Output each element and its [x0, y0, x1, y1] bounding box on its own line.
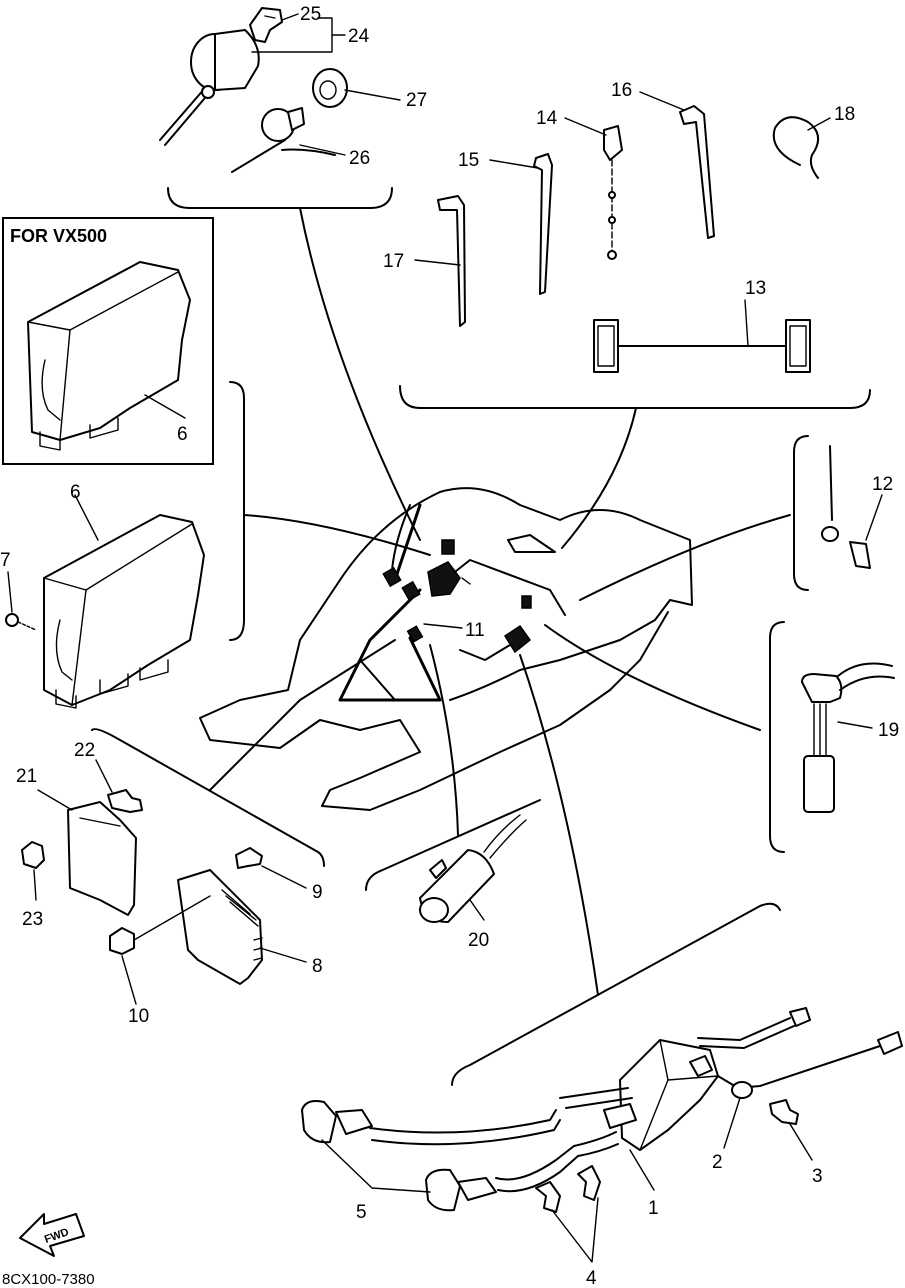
callout-12: 12: [872, 474, 893, 495]
callout-10: 10: [128, 1006, 149, 1027]
callout-15: 15: [458, 150, 479, 171]
harness-connector-11: [427, 561, 461, 597]
callout-8: 8: [312, 956, 323, 977]
bolt-9: [235, 847, 263, 869]
inset-caption: FOR VX500: [10, 226, 107, 246]
fwd-arrow-icon: [19, 1213, 85, 1257]
group-bracket: [793, 435, 809, 591]
callout-22: 22: [74, 740, 95, 761]
callout-5: 5: [356, 1202, 367, 1223]
component-20-group: 20: [365, 799, 541, 951]
bolt-7: [5, 613, 19, 627]
spark-plug-cap-upper: [301, 1100, 337, 1144]
callout-27: 27: [406, 90, 427, 111]
fastener-group: 17 15 14 16 18 13: [383, 80, 871, 409]
nut-10: [109, 927, 135, 955]
group-bracket: [399, 385, 871, 409]
ignition-lead: [159, 87, 206, 141]
bolt-22: [107, 789, 143, 813]
drawing-code: 8CX100-7380: [2, 1271, 95, 1288]
harness-branch: [393, 503, 422, 582]
callout-19: 19: [878, 720, 899, 741]
cdi-group: 6 7: [0, 381, 245, 709]
callout-6: 6: [70, 482, 81, 503]
cdi-unit: [43, 514, 205, 706]
callout-3: 3: [812, 1166, 823, 1187]
callout-18: 18: [834, 104, 855, 125]
group-bracket: [365, 799, 541, 891]
callout-1: 1: [648, 1198, 659, 1219]
ignition-coil-group: 1 2 3 4 5: [301, 902, 903, 1288]
cdi-unit-vx500: [27, 261, 191, 441]
group-bracket: [451, 902, 781, 1086]
nut-23: [21, 841, 45, 869]
callout-23: 23: [22, 909, 43, 930]
callout-21: 21: [16, 766, 37, 787]
group-bracket: [229, 381, 245, 641]
callout-4: 4: [586, 1268, 597, 1288]
ignition-switch-body: [214, 29, 260, 91]
grommet-14: [603, 125, 623, 161]
harness-main: [338, 588, 442, 702]
band-15: [533, 153, 553, 295]
ground-lead-group: 12: [793, 435, 893, 591]
ignition-key: [249, 7, 283, 43]
switch-cap: [312, 68, 348, 108]
ground-lead-12: [829, 445, 833, 521]
connection-lines: [209, 207, 791, 996]
group-bracket: [91, 728, 325, 867]
ignition-switch-group: 25 24 27 26: [159, 4, 427, 209]
thermo-switch-group: 19: [769, 621, 899, 853]
thermo-sensor: [803, 755, 835, 813]
callout-26: 26: [349, 148, 370, 169]
callout-20: 20: [468, 930, 489, 951]
spark-plug-cap-lower: [425, 1168, 461, 1212]
clamp-4a: [577, 1165, 601, 1201]
rectifier-group: 21 22 23 9 8 10: [16, 728, 325, 1027]
band-17: [437, 195, 466, 327]
fwd-arrow: FWD: [19, 1213, 85, 1257]
thermo-switch: [801, 673, 843, 703]
clip-18: [772, 116, 819, 179]
frame-outline: [339, 487, 693, 701]
callout-11: 11: [465, 620, 485, 641]
callout-7: 7: [0, 550, 11, 571]
callout-17: 17: [383, 251, 404, 272]
clamp-4b: [535, 1181, 561, 1213]
group-bracket: [167, 187, 393, 209]
ground-terminal: [731, 1081, 753, 1099]
group-bracket: [769, 621, 785, 853]
callout-25: 25: [300, 4, 321, 25]
callout-9: 9: [312, 882, 323, 903]
callout-16: 16: [611, 80, 632, 101]
callout-24: 24: [348, 26, 370, 47]
callout-2: 2: [712, 1152, 723, 1173]
rectifier-regulator: [67, 801, 137, 916]
wire-harness-group: 11: [199, 487, 693, 811]
stop-switch-lead: [231, 139, 286, 173]
vx500-inset: FOR VX500 6: [2, 217, 214, 465]
band-16: [679, 105, 715, 239]
callout-6-inset: 6: [177, 424, 188, 445]
ground-bolt: [849, 541, 871, 569]
callout-13: 13: [745, 278, 766, 299]
voltage-regulator: [177, 869, 263, 985]
bolt-3: [769, 1099, 799, 1125]
callout-14: 14: [536, 108, 558, 129]
